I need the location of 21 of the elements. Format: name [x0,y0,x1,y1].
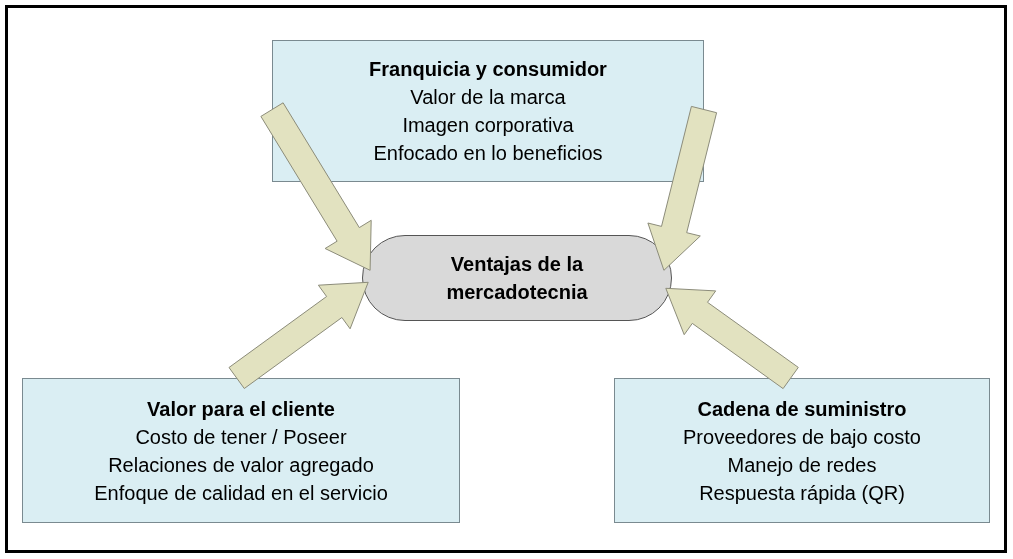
info-box [22,378,460,523]
block-arrow [228,281,369,389]
box-text: Imagen corporativa [402,113,574,138]
rounded-box [362,235,672,321]
block-arrow [665,287,799,390]
box-text: Relaciones de valor agregado [108,452,374,478]
box-text: Valor de la marca [410,85,566,110]
box-heading: Cadena de suministro [697,396,907,422]
box-text: Manejo de redes [727,452,877,478]
box-text: Costo de tener / Poseer [135,424,347,450]
box-heading: Franquicia y consumidor [369,57,607,82]
block-arrow [647,105,718,271]
box-text: Respuesta rápida (QR) [699,480,905,506]
info-box [272,40,704,182]
box-text: Enfocado en lo beneficios [373,141,603,166]
box-heading: Ventajas de la mercadotecnia [445,252,589,305]
info-box [614,378,990,523]
box-text: Enfoque de calidad en el servicio [94,480,388,506]
box-text: Proveedores de bajo costo [683,424,921,450]
block-arrow [260,102,372,271]
box-heading: Valor para el cliente [147,396,335,422]
